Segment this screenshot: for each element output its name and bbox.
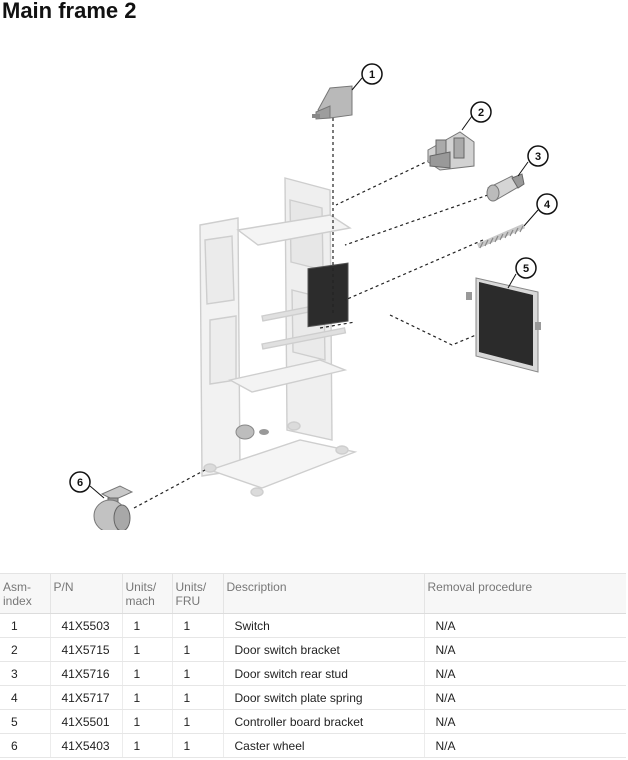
header-removal-procedure: Removal procedure bbox=[424, 573, 626, 614]
cell-description: Door switch plate spring bbox=[223, 685, 425, 710]
cell-units-fru: 1 bbox=[172, 709, 224, 734]
cell-removal-procedure: N/A bbox=[424, 661, 626, 686]
cell-index: 2 bbox=[0, 637, 51, 662]
cell-part-number: 41X5503 bbox=[50, 613, 123, 638]
page-title: Main frame 2 bbox=[2, 0, 137, 23]
cell-part-number: 41X5716 bbox=[50, 661, 123, 686]
callout-3: 3 bbox=[527, 145, 549, 167]
leader-lines bbox=[133, 118, 501, 509]
cell-removal-procedure: N/A bbox=[424, 709, 626, 734]
cell-units-mach: 1 bbox=[122, 685, 173, 710]
cell-units-fru: 1 bbox=[172, 613, 224, 638]
cell-units-fru: 1 bbox=[172, 637, 224, 662]
cell-units-mach: 1 bbox=[122, 709, 173, 734]
svg-text:6: 6 bbox=[77, 477, 83, 489]
cell-removal-procedure: N/A bbox=[424, 733, 626, 758]
callout-4: 4 bbox=[536, 193, 558, 215]
header-description: Description bbox=[223, 573, 425, 614]
cell-removal-procedure: N/A bbox=[424, 613, 626, 638]
inner-caster bbox=[235, 424, 269, 440]
header-part-number: P/N bbox=[50, 573, 123, 614]
svg-text:4: 4 bbox=[544, 199, 551, 211]
cell-units-fru: 1 bbox=[172, 685, 224, 710]
switch-part bbox=[312, 85, 353, 120]
cell-units-mach: 1 bbox=[122, 637, 173, 662]
table-row: 2 41X5715 1 1 Door switch bracket N/A bbox=[0, 637, 626, 662]
cell-description: Controller board bracket bbox=[223, 709, 425, 734]
cell-part-number: 41X5501 bbox=[50, 709, 123, 734]
cell-units-mach: 1 bbox=[122, 733, 173, 758]
caster-wheel-part bbox=[93, 485, 134, 530]
callout-6: 6 bbox=[69, 471, 91, 493]
callout-2: 2 bbox=[470, 101, 492, 123]
door-switch-rear-stud-part bbox=[486, 173, 525, 202]
cell-units-fru: 1 bbox=[172, 661, 224, 686]
cell-description: Door switch bracket bbox=[223, 637, 425, 662]
cell-description: Caster wheel bbox=[223, 733, 425, 758]
mounted-board bbox=[307, 262, 349, 328]
main-frame-ghost bbox=[199, 177, 358, 497]
cell-part-number: 41X5717 bbox=[50, 685, 123, 710]
header-units-mach: Units/ mach bbox=[122, 573, 173, 614]
cell-removal-procedure: N/A bbox=[424, 685, 626, 710]
svg-text:5: 5 bbox=[523, 263, 529, 275]
exploded-parts-diagram: 1 2 3 4 5 6 bbox=[69, 63, 558, 530]
cell-index: 6 bbox=[0, 733, 51, 758]
door-switch-plate-spring-part bbox=[477, 223, 525, 249]
cell-index: 4 bbox=[0, 685, 51, 710]
cell-units-fru: 1 bbox=[172, 733, 224, 758]
cell-part-number: 41X5403 bbox=[50, 733, 123, 758]
table-row: 4 41X5717 1 1 Door switch plate spring N… bbox=[0, 685, 626, 710]
svg-text:2: 2 bbox=[478, 107, 484, 119]
table-row: 5 41X5501 1 1 Controller board bracket N… bbox=[0, 709, 626, 734]
cell-part-number: 41X5715 bbox=[50, 637, 123, 662]
callout-leaders bbox=[89, 77, 539, 499]
controller-board-bracket-part bbox=[466, 277, 541, 373]
cell-description: Door switch rear stud bbox=[223, 661, 425, 686]
header-units-fru: Units/ FRU bbox=[172, 573, 224, 614]
callout-1: 1 bbox=[361, 63, 383, 85]
callout-5: 5 bbox=[515, 257, 537, 279]
table-header-row: Asm- index P/N Units/ mach Units/ FRU De… bbox=[0, 573, 626, 614]
svg-text:1: 1 bbox=[369, 69, 375, 81]
parts-table: Asm- index P/N Units/ mach Units/ FRU De… bbox=[0, 573, 626, 758]
cell-index: 5 bbox=[0, 709, 51, 734]
cell-description: Switch bbox=[223, 613, 425, 638]
door-switch-bracket-part bbox=[427, 131, 475, 171]
header-asm-index: Asm- index bbox=[0, 573, 51, 614]
cell-units-mach: 1 bbox=[122, 613, 173, 638]
cell-index: 1 bbox=[0, 613, 51, 638]
svg-text:3: 3 bbox=[535, 151, 541, 163]
table-row: 6 41X5403 1 1 Caster wheel N/A bbox=[0, 733, 626, 758]
table-row: 3 41X5716 1 1 Door switch rear stud N/A bbox=[0, 661, 626, 686]
table-row: 1 41X5503 1 1 Switch N/A bbox=[0, 613, 626, 638]
cell-removal-procedure: N/A bbox=[424, 637, 626, 662]
cell-units-mach: 1 bbox=[122, 661, 173, 686]
cell-index: 3 bbox=[0, 661, 51, 686]
